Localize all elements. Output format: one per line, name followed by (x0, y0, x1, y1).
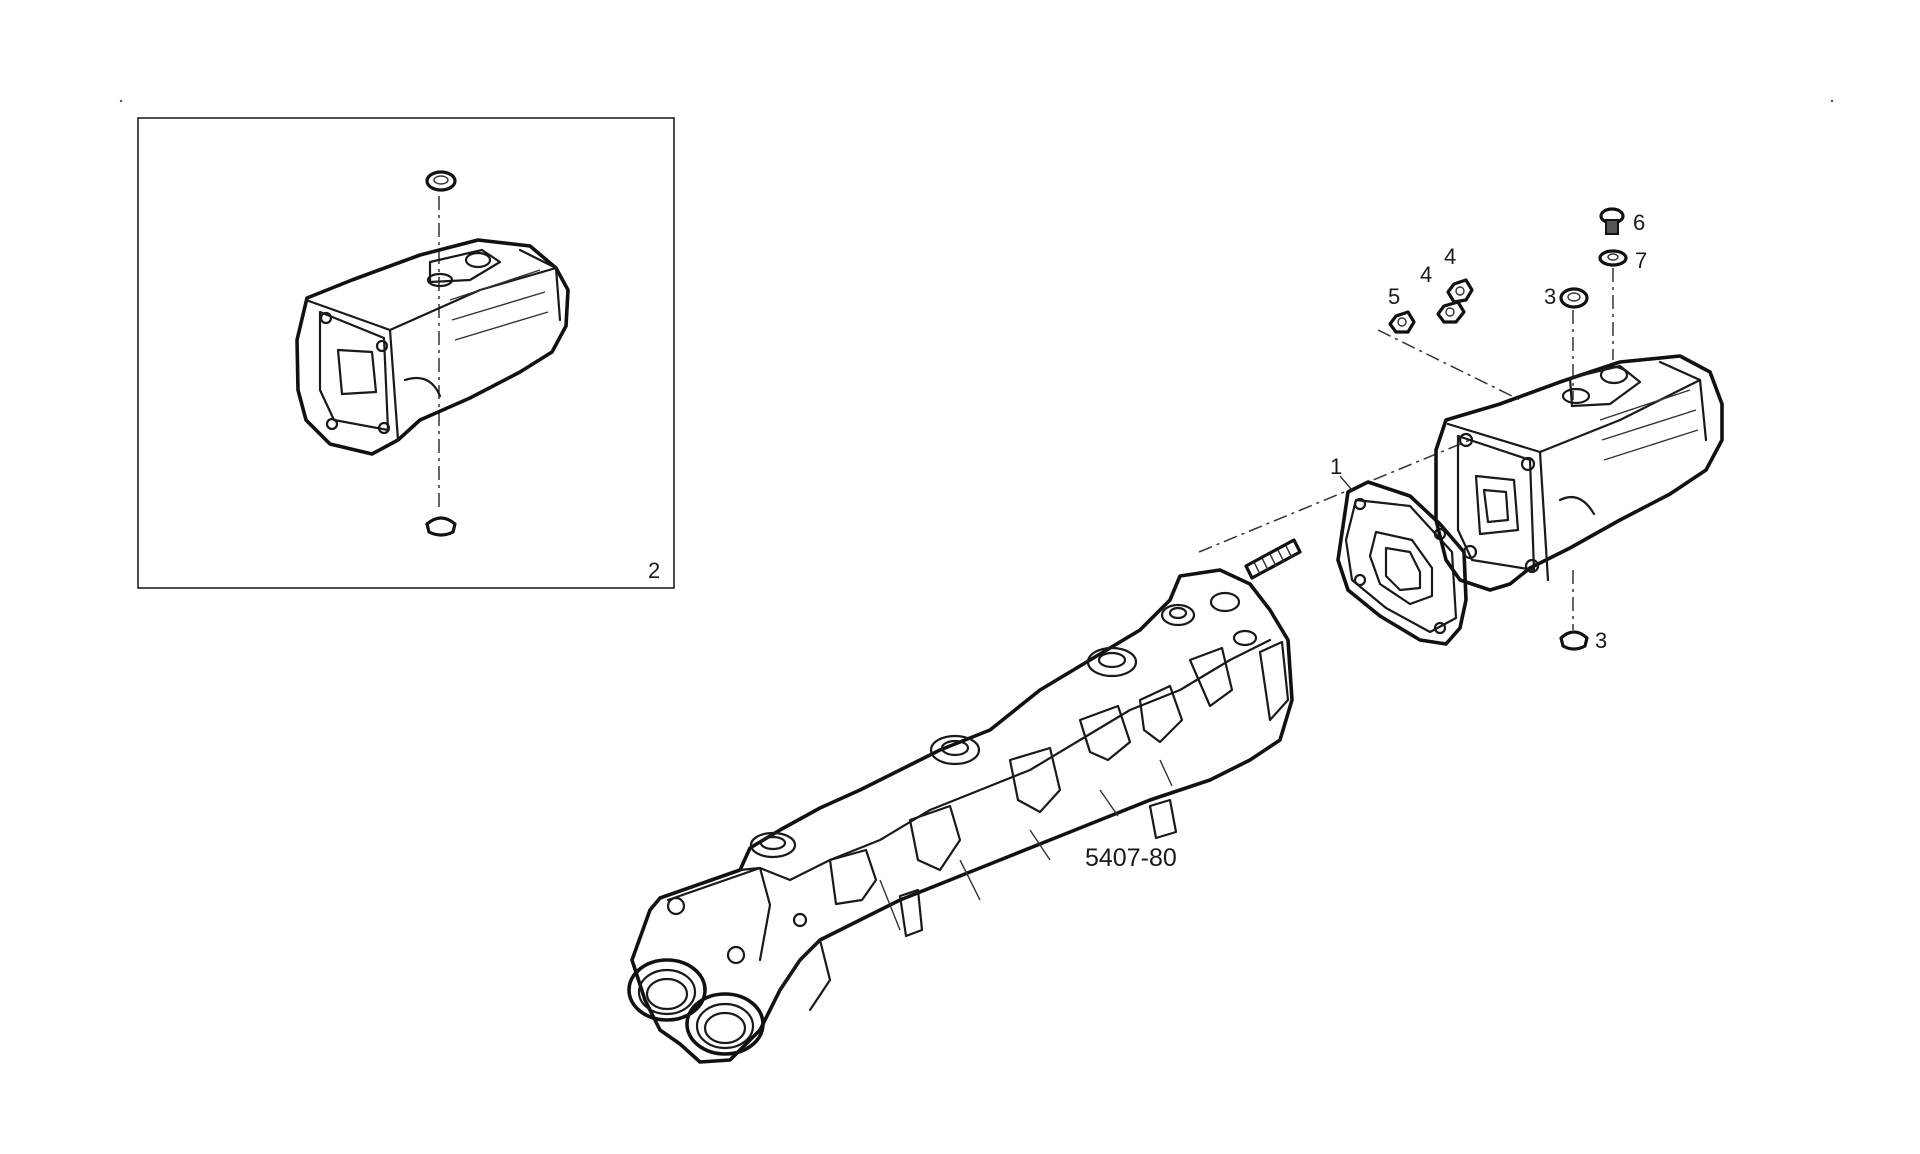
callout-nut-a: 4 (1420, 262, 1432, 287)
inset-box: 2 (137, 117, 675, 589)
callout-nut-b: 4 (1444, 244, 1456, 269)
inset-bottom-plug (425, 516, 457, 537)
nut-b (1436, 300, 1466, 324)
inset-pump-housing (295, 238, 570, 456)
nut-c (1388, 310, 1416, 334)
screw (1599, 207, 1625, 235)
callout-nut-c: 5 (1388, 284, 1400, 309)
main-valve-block (627, 568, 1294, 1064)
plug-bottom (1559, 630, 1589, 651)
callout-plug-top: 3 (1544, 284, 1556, 309)
gasket (1336, 480, 1468, 646)
inset-item-number: 2 (648, 558, 660, 583)
callout-screw: 6 (1633, 210, 1645, 235)
assembly-axis-lines (1198, 268, 1614, 630)
stud-bolt (1244, 538, 1302, 580)
corner-mark-left (119, 99, 123, 103)
pump-housing (1434, 354, 1724, 592)
callout-washer: 7 (1635, 248, 1647, 273)
callout-gasket: 1 (1330, 454, 1342, 479)
block-port-lower (685, 992, 765, 1056)
block-port-upper (627, 958, 707, 1022)
washer (1598, 249, 1628, 267)
plug-top (1559, 287, 1589, 309)
drawing-code: 5407-80 (1085, 844, 1177, 872)
gasket-leader (1339, 475, 1353, 491)
nut-a (1446, 278, 1474, 304)
callout-plug-bottom: 3 (1595, 628, 1607, 653)
inset-top-plug (425, 170, 457, 192)
corner-mark-right (1830, 99, 1834, 103)
